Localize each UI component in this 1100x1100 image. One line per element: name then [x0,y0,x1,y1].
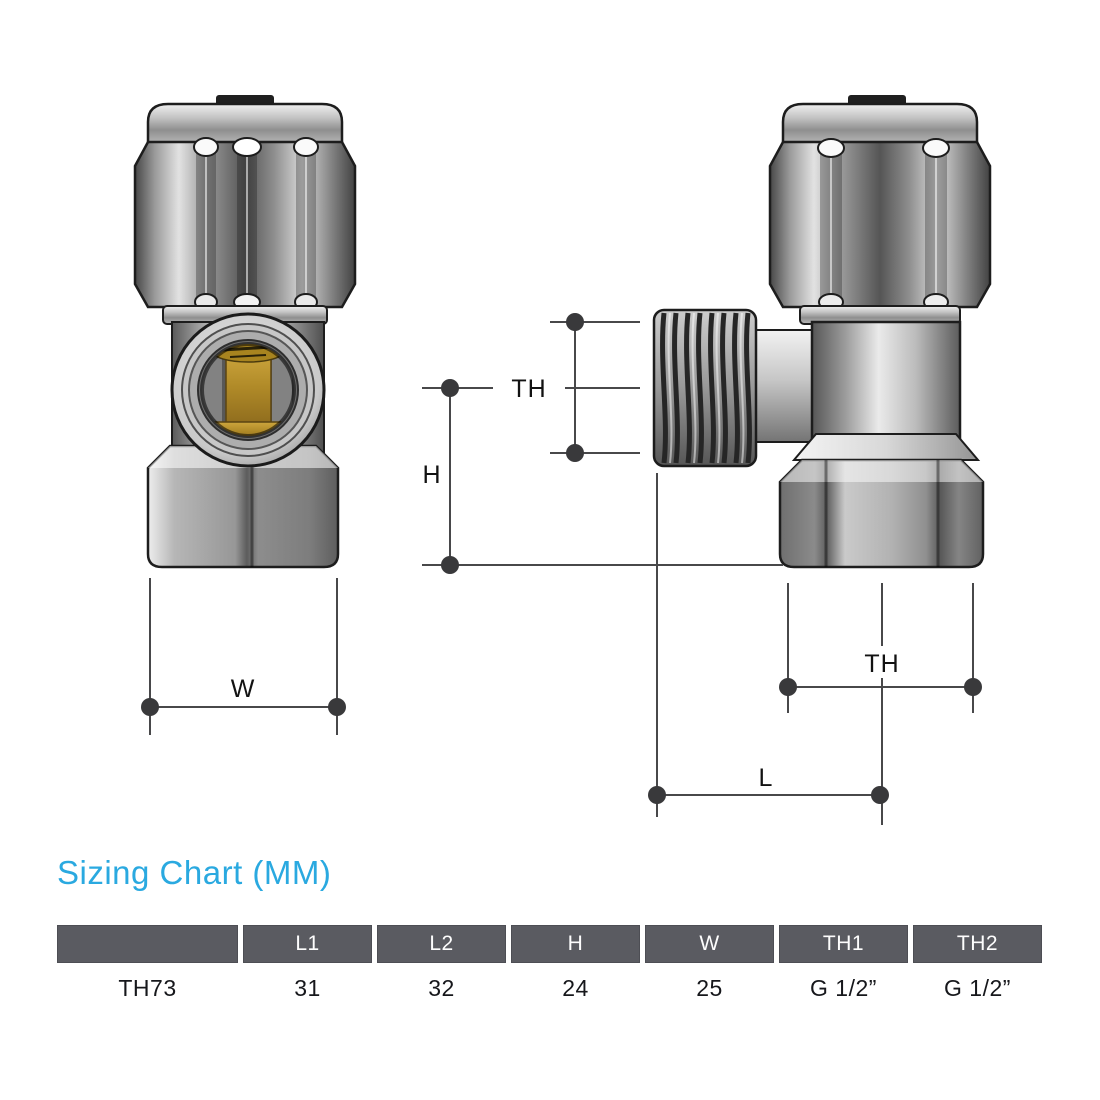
valve-technical-drawing: TH H W TH L [133,95,992,825]
handle-crown [146,102,344,146]
thread-diameter-label: TH [511,375,546,403]
header-cell-l1: L1 [243,925,372,963]
header-cell-h: H [511,925,640,963]
cell-th1: G 1/2” [810,974,877,1001]
cell-h: 24 [562,974,589,1001]
cell-w: 25 [696,974,723,1001]
table-header-row: L1 L2 H W TH1 TH2 [57,925,1042,963]
cell-model: TH73 [118,974,177,1001]
label-backplate [860,646,906,678]
handle-crown [781,102,979,146]
thread-neck [753,329,819,443]
dimension-length [656,473,880,817]
height-label: H [422,461,441,489]
length-label: L [759,764,774,792]
male-thread [652,308,758,468]
table-row: TH73 31 32 24 25 G 1/2” G 1/2” [57,963,1042,1013]
cell-l1: 31 [294,974,321,1001]
header-cell-l2: L2 [377,925,506,963]
dimension-endpoint-dots [141,313,982,804]
nut-thread-label: TH [864,650,899,678]
knurled-handle [768,140,992,309]
side-view-valve [652,95,992,569]
dimension-width [149,578,338,735]
nut-cone [791,433,981,461]
header-cell-th2: TH2 [913,925,1042,963]
dimension-thread-diameter [550,321,640,454]
front-view-valve [133,95,357,569]
sizing-chart-title: Sizing Chart (MM) [57,854,332,891]
hex-nut [778,458,985,569]
valve-port [170,312,326,468]
valve-body-column [810,320,962,446]
header-cell-th1: TH1 [779,925,908,963]
header-cell-model [57,925,238,963]
width-label: W [231,675,256,703]
sizing-chart-table: L1 L2 H W TH1 TH2 TH73 31 32 24 25 G 1/2… [57,925,1042,1013]
cell-th2: G 1/2” [944,974,1011,1001]
cell-l2: 32 [428,974,455,1001]
header-cell-w: W [645,925,774,963]
handle-flutes [193,137,319,311]
